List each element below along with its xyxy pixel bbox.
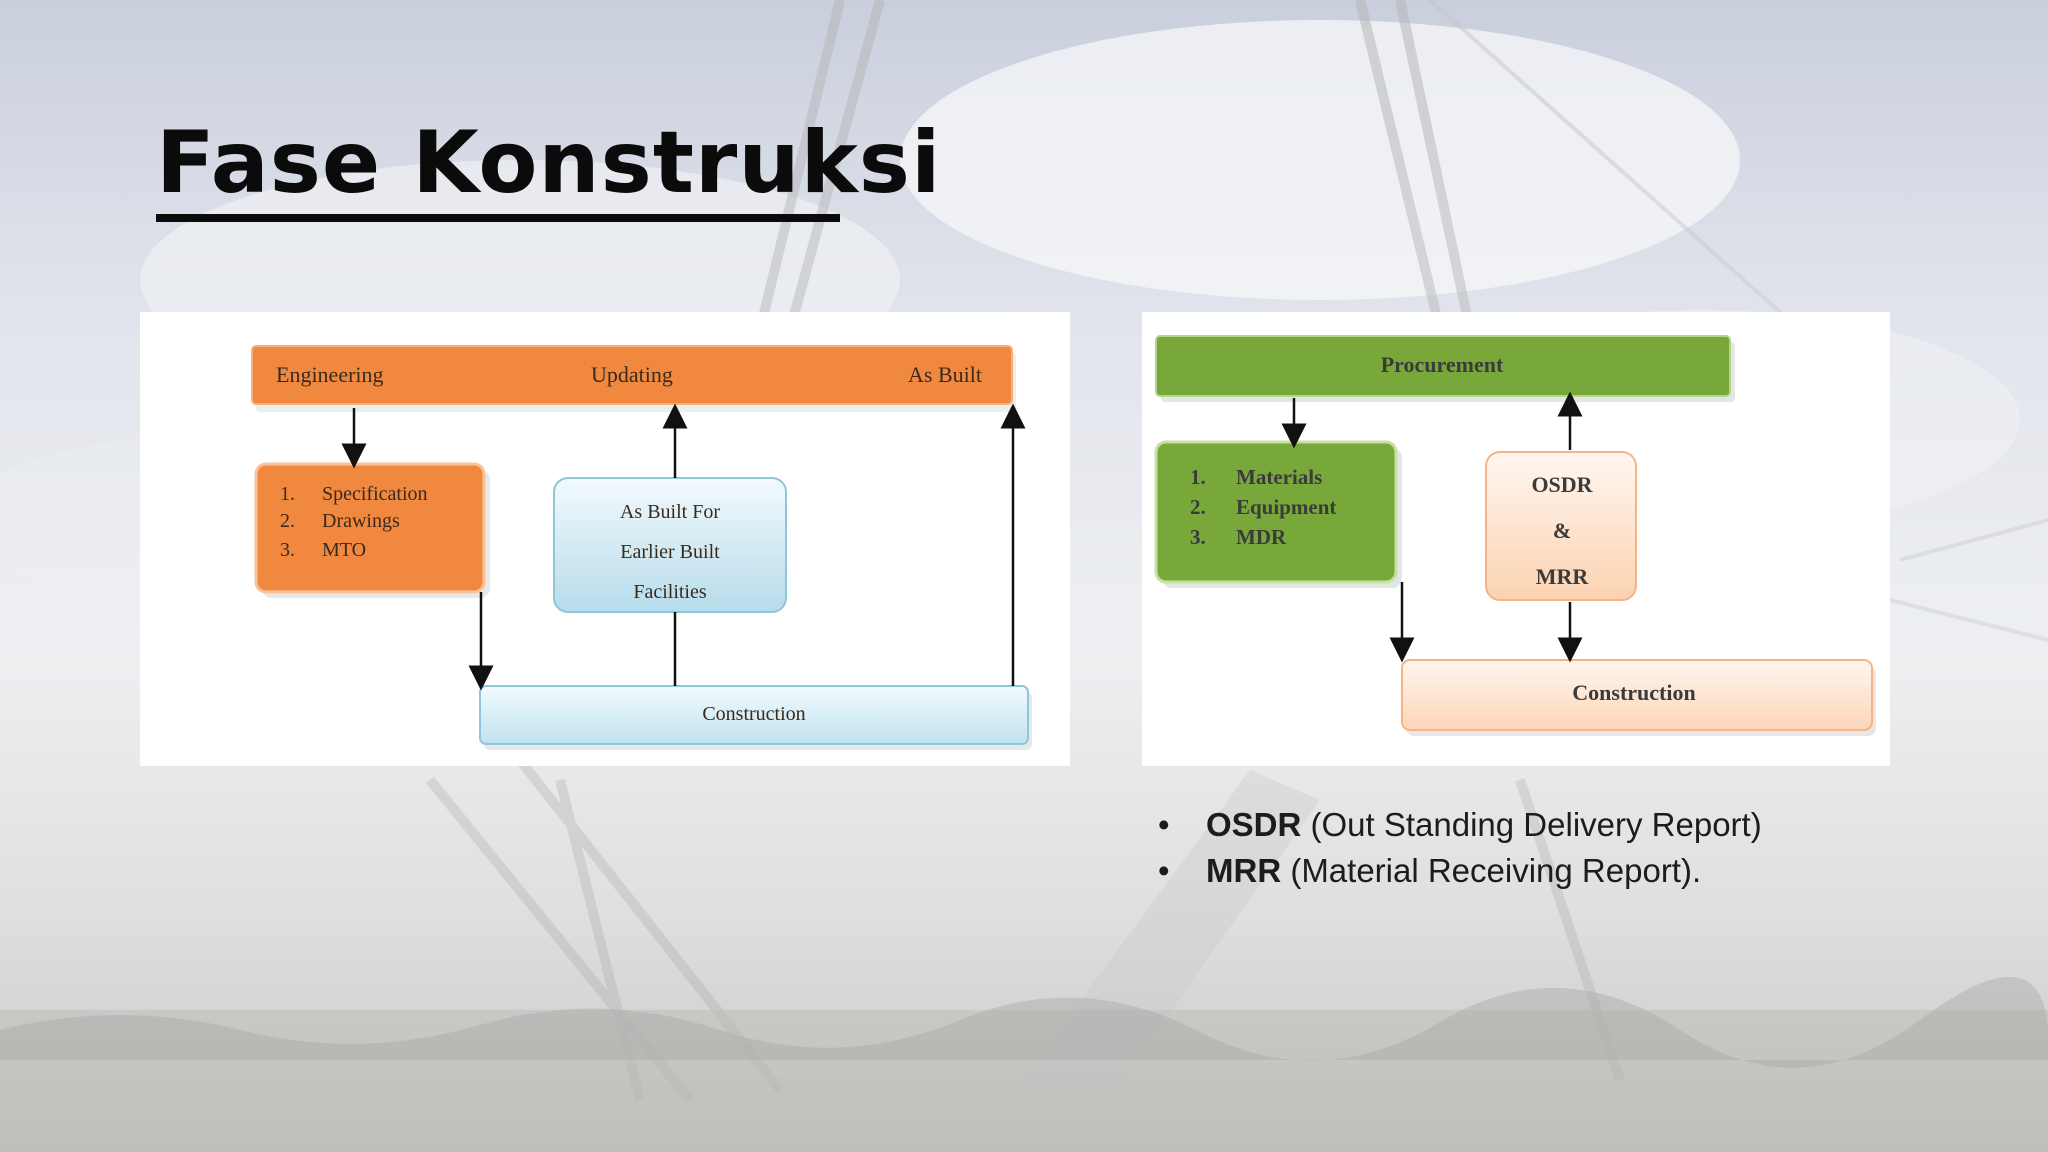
materials-item-materials: Materials <box>1236 465 1322 489</box>
procurement-bar: Procurement <box>1155 335 1735 402</box>
as-built-line-3: Facilities <box>633 581 707 603</box>
osdr-label: OSDR <box>1531 472 1593 497</box>
spec-item-num-2: 2. <box>280 510 295 532</box>
updating-label: Updating <box>591 362 673 387</box>
materials-item-num-3: 3. <box>1190 525 1206 549</box>
procurement-flow-diagram: Procurement 1. Materials 2. Equipment 3.… <box>1142 312 1890 766</box>
osdr-mrr-box: OSDR & MRR <box>1485 451 1637 601</box>
spec-item-num-3: 3. <box>280 539 295 561</box>
note-osdr: OSDR (Out Standing Delivery Report) <box>1158 802 1762 848</box>
note-osdr-term: OSDR <box>1206 806 1302 843</box>
spec-item-num-1: 1. <box>280 483 295 505</box>
slide-title: Fase Konstruksi <box>156 113 942 213</box>
engineering-label: Engineering <box>276 362 384 387</box>
note-mrr-desc: (Material Receiving Report). <box>1281 852 1702 889</box>
engineering-flow-diagram: Engineering Updating As Built 1. Specifi… <box>140 312 1070 766</box>
materials-item-equipment: Equipment <box>1236 495 1336 519</box>
spec-item-drawings: Drawings <box>322 510 400 532</box>
title-underline <box>156 214 840 222</box>
spec-item-mto: MTO <box>322 539 366 561</box>
as-built-earlier-box: As Built For Earlier Built Facilities <box>553 477 787 613</box>
as-built-line-2: Earlier Built <box>620 541 720 563</box>
engineering-bar: Engineering Updating As Built <box>251 345 1016 412</box>
mrr-label: MRR <box>1536 564 1590 589</box>
note-mrr-term: MRR <box>1206 852 1282 889</box>
construction-bar-right: Construction <box>1401 659 1876 736</box>
procurement-label: Procurement <box>1381 352 1504 377</box>
note-mrr: MRR (Material Receiving Report). <box>1158 848 1762 894</box>
as-built-line-1: As Built For <box>620 501 720 523</box>
materials-item-num-2: 2. <box>1190 495 1206 519</box>
construction-label-right: Construction <box>1572 680 1695 705</box>
spec-item-specification: Specification <box>322 483 428 505</box>
materials-item-mdr: MDR <box>1236 525 1287 549</box>
construction-bar-left: Construction <box>479 685 1032 750</box>
specification-box: 1. Specification 2. Drawings 3. MTO <box>254 462 490 598</box>
construction-label-left: Construction <box>702 703 805 725</box>
ampersand-label: & <box>1553 518 1571 543</box>
as-built-label: As Built <box>908 362 982 387</box>
abbreviation-notes: OSDR (Out Standing Delivery Report) MRR … <box>1158 802 1762 894</box>
materials-item-num-1: 1. <box>1190 465 1206 489</box>
note-osdr-desc: (Out Standing Delivery Report) <box>1301 806 1762 843</box>
materials-box: 1. Materials 2. Equipment 3. MDR <box>1154 440 1402 588</box>
